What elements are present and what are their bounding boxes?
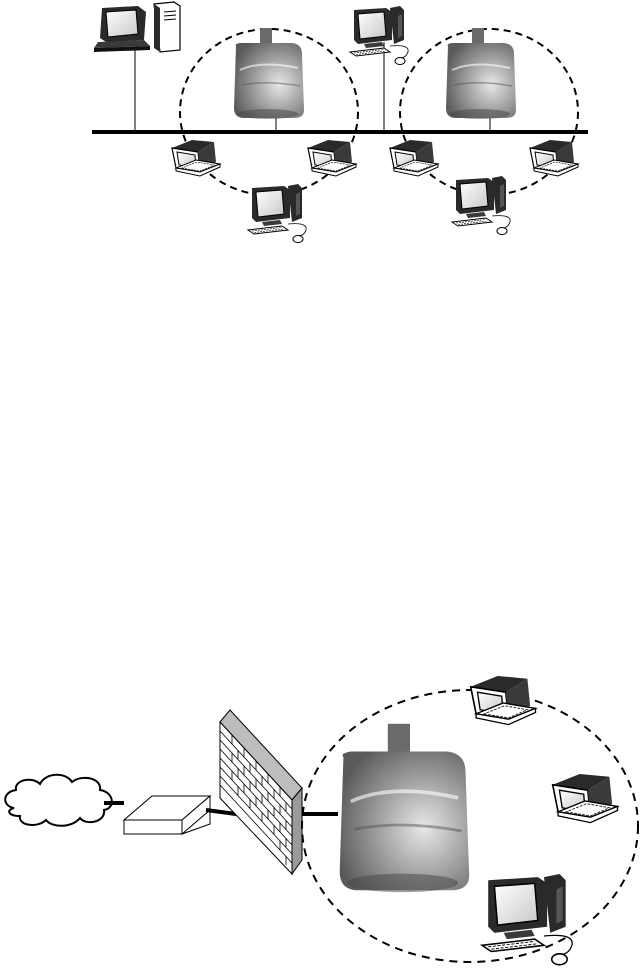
access-point-icon — [340, 724, 470, 892]
internet-firewall-wlan-diagram — [0, 660, 644, 974]
firewall-icon — [220, 710, 302, 874]
laptop-icon — [390, 140, 438, 176]
wireless-lan-extension-diagram — [0, 0, 644, 270]
desktop-computer-icon — [248, 184, 306, 243]
laptop-icon — [553, 774, 618, 823]
server-icon — [94, 2, 180, 52]
access-point-icon — [446, 28, 516, 119]
laptop-icon — [530, 140, 578, 176]
laptop-icon — [172, 140, 220, 176]
laptop-icon — [471, 676, 536, 725]
desktop-computer-icon — [350, 6, 408, 65]
internet-cloud-icon — [5, 775, 112, 826]
access-point-icon — [234, 28, 304, 119]
desktop-computer-icon — [482, 874, 572, 965]
desktop-computer-icon — [452, 176, 510, 235]
laptop-icon — [308, 140, 356, 176]
